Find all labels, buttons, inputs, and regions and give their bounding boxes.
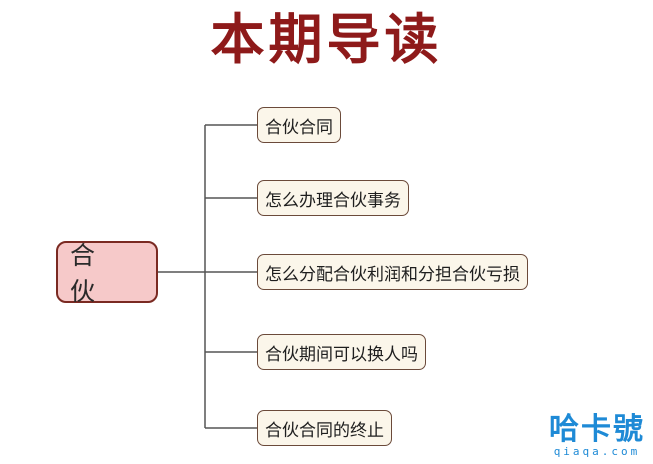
branch-node-change-partner: 合伙期间可以换人吗 — [257, 334, 426, 370]
branch-node-profit-loss: 怎么分配合伙利润和分担合伙亏损 — [257, 254, 528, 290]
watermark-site: qiaqa.com — [553, 445, 641, 458]
branch-node-affairs: 怎么办理合伙事务 — [257, 180, 409, 216]
watermark-logo: 哈卡號 — [549, 412, 645, 447]
watermark: 哈卡號 qiaqa.com — [549, 414, 645, 458]
page-title: 本期导读 — [210, 7, 443, 71]
branch-node-termination: 合伙合同的终止 — [257, 410, 392, 446]
root-node: 合 伙 — [56, 241, 158, 306]
branch-node-contract: 合伙合同 — [257, 107, 341, 143]
